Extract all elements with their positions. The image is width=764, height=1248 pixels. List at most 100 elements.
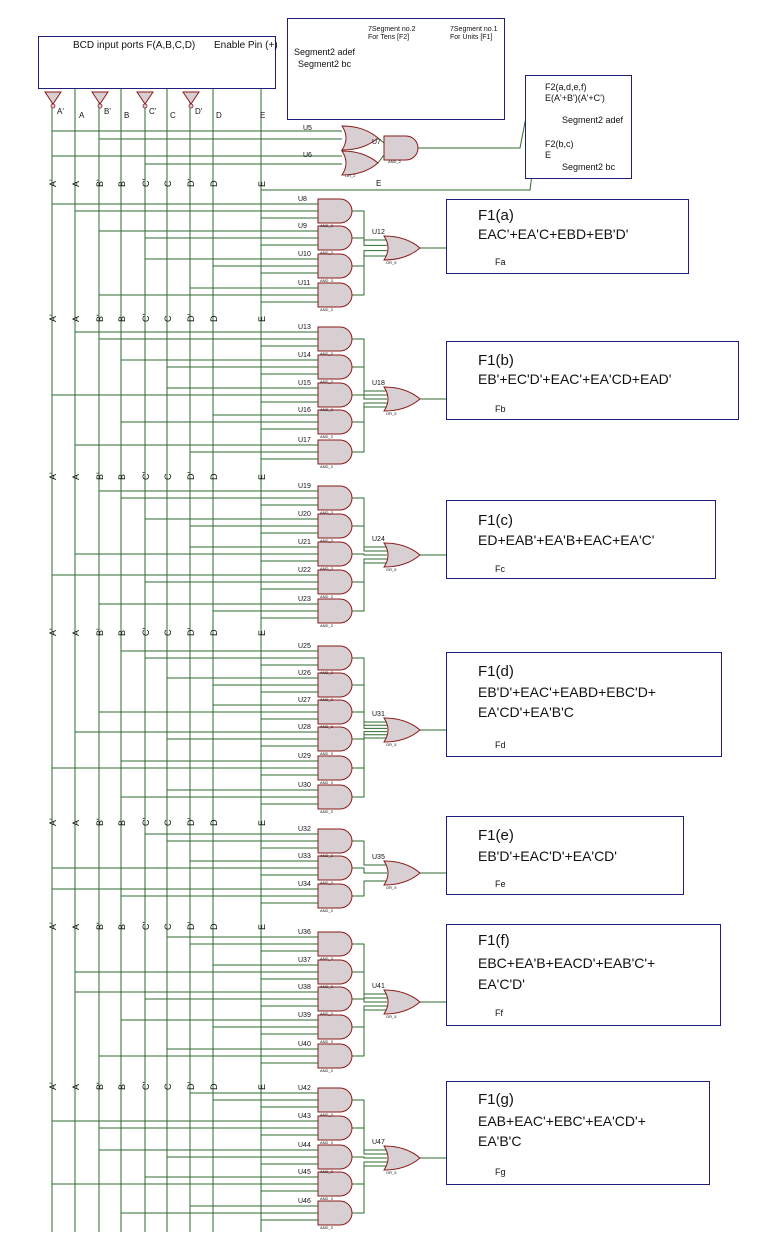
and-label-u44: U44 [298, 1142, 311, 1149]
bus-label-s6-7: D [209, 1083, 219, 1090]
f2b-expr: E [545, 150, 552, 160]
wire [352, 998, 387, 1003]
bus-label-s3-7: D [209, 629, 219, 636]
bus-label-s5-5: C [163, 923, 173, 930]
wire [352, 1165, 387, 1214]
f1d-title: F1(d) [478, 663, 514, 680]
enable-title: Enable Pin (+) [214, 40, 278, 51]
f1b-panel: F1(b) EB'+EC'D'+EAC'+EA'CD+EAD' Fb [446, 341, 739, 420]
bus-label-s3-1: A [71, 630, 81, 636]
bus-label-s4-7: D [209, 819, 219, 826]
f1f-expr-line1: EBC+EA'B+EACD'+EAB'C'+ [478, 955, 656, 971]
and-type-u11: AND_3 [320, 307, 334, 312]
bus-label-s0-8: E [257, 181, 267, 187]
wire [352, 867, 387, 874]
bus-label-s1-2: B' [95, 314, 105, 322]
wire [352, 943, 387, 995]
f2-gate-label-u6: U6 [303, 152, 312, 159]
and-gate-u30 [317, 784, 353, 810]
bus-label-s6-0: A' [48, 1082, 58, 1090]
and-label-u15: U15 [298, 380, 311, 387]
and-gate-u36 [317, 931, 353, 957]
bus-label-s1-6: D' [186, 314, 196, 322]
and-gate-u17 [317, 439, 353, 465]
and-type-u43: AND_3 [320, 1140, 334, 1145]
and-label-u46: U46 [298, 1198, 311, 1205]
and-label-u33: U33 [298, 853, 311, 860]
f1f-output: Ff [495, 1008, 503, 1018]
bus-label-s3-4: C' [141, 628, 151, 636]
and-type-u46: AND_3 [320, 1225, 334, 1230]
f2-gate-type-and: AND_2 [388, 159, 402, 164]
or-type-u35: OR_5 [386, 885, 397, 890]
or-label-u41: U41 [372, 983, 385, 990]
and-label-u26: U26 [298, 670, 311, 677]
bus-label-s6-2: B' [95, 1082, 105, 1090]
or-label-u35: U35 [372, 854, 385, 861]
wire [352, 402, 387, 423]
and-label-u36: U36 [298, 929, 311, 936]
and-type-u37: AND_3 [320, 984, 334, 989]
f1a-expr-line1: EAC'+EA'C+EBD+EB'D' [478, 226, 629, 242]
or-type-u12: OR_5 [386, 260, 397, 265]
units-title: 7Segment no.1 [450, 26, 498, 33]
and-gate-u37 [317, 959, 353, 985]
f2-and-gate-u7 [383, 135, 419, 161]
and-label-u14: U14 [298, 352, 311, 359]
and-type-u20: AND_3 [320, 538, 334, 543]
inverter-bubble-0 [50, 103, 56, 109]
f1a-output: Fa [495, 257, 506, 267]
bus-label-s3-2: B' [95, 628, 105, 636]
wire [352, 366, 387, 396]
and-type-u42: AND_3 [320, 1112, 334, 1117]
wire [352, 711, 387, 729]
wire [352, 237, 387, 246]
wire [377, 154, 385, 164]
and-label-u25: U25 [298, 643, 311, 650]
f1a-panel: F1(a) EAC'+EA'C+EBD+EB'D' Fa [446, 199, 689, 274]
or-type-u24: OR_5 [386, 567, 397, 572]
inverter-bubble-1 [97, 103, 103, 109]
bus-label-s6-4: C' [141, 1082, 151, 1090]
and-type-u22: AND_3 [320, 594, 334, 599]
and-gate-u8 [317, 198, 353, 224]
tens-sub: For Tens [F2] [368, 34, 410, 41]
or-type-u31: OR_5 [386, 742, 397, 747]
and-type-u14: AND_3 [320, 379, 334, 384]
or-label-u24: U24 [372, 536, 385, 543]
wire [352, 250, 387, 267]
or-gate-u41 [383, 989, 421, 1015]
bus-label-s1-3: B [117, 316, 127, 322]
bcd-input-panel: BCD input ports F(A,B,C,D) Enable Pin (+… [38, 36, 278, 89]
and-gate-u27 [317, 699, 353, 725]
inverter-2 [136, 91, 154, 105]
bus-label-s4-0: A' [48, 818, 58, 826]
and-gate-u45 [317, 1171, 353, 1197]
wire [352, 971, 387, 999]
and-gate-u46 [317, 1200, 353, 1226]
bus-label-s2-4: C' [141, 472, 151, 480]
f1c-title: F1(c) [478, 512, 513, 529]
and-label-u43: U43 [298, 1113, 311, 1120]
wire [352, 1156, 387, 1159]
bus-label-s2-8: E [257, 474, 267, 480]
and-gate-u19 [317, 485, 353, 511]
and-type-u38: AND_3 [320, 1011, 334, 1016]
bus-label-s4-8: E [257, 820, 267, 826]
and-label-u17: U17 [298, 437, 311, 444]
and-gate-u10 [317, 253, 353, 279]
bus-label-s0-3: B [117, 181, 127, 187]
and-type-u25: AND_3 [320, 670, 334, 675]
and-label-u39: U39 [298, 1012, 311, 1019]
bus-label-s3-6: D' [186, 628, 196, 636]
or-label-u12: U12 [372, 229, 385, 236]
f2-or-gate-u5 [341, 125, 379, 151]
and-gate-u22 [317, 569, 353, 595]
bus-label-s2-2: B' [95, 472, 105, 480]
and-label-u20: U20 [298, 511, 311, 518]
and-gate-u34 [317, 883, 353, 909]
and-label-u28: U28 [298, 724, 311, 731]
f1d-expr-line2: EA'CD'+EA'B'C [478, 704, 574, 720]
or-type-u41: OR_5 [386, 1014, 397, 1019]
f1e-expr-line1: EB'D'+EAC'D'+EA'CD' [478, 848, 617, 864]
